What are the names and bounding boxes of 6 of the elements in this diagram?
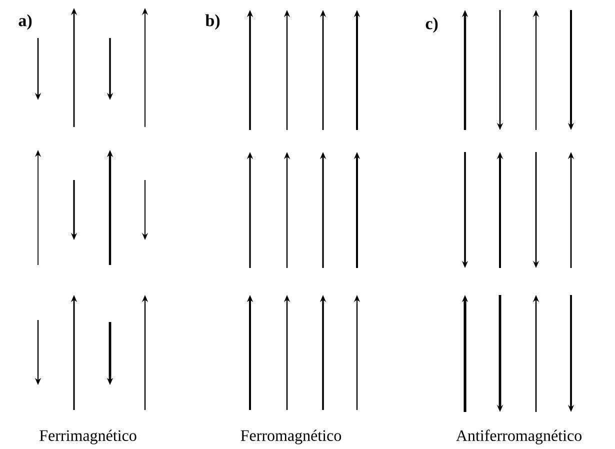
panel-label: c)	[426, 17, 438, 33]
caption-label: Antiferromagnético	[456, 430, 582, 444]
caption-label: Ferromagnético	[240, 430, 342, 444]
caption-label: Ferrimagnético	[40, 430, 136, 444]
panel-label: b)	[205, 14, 220, 30]
panel-label: a)	[18, 14, 32, 30]
